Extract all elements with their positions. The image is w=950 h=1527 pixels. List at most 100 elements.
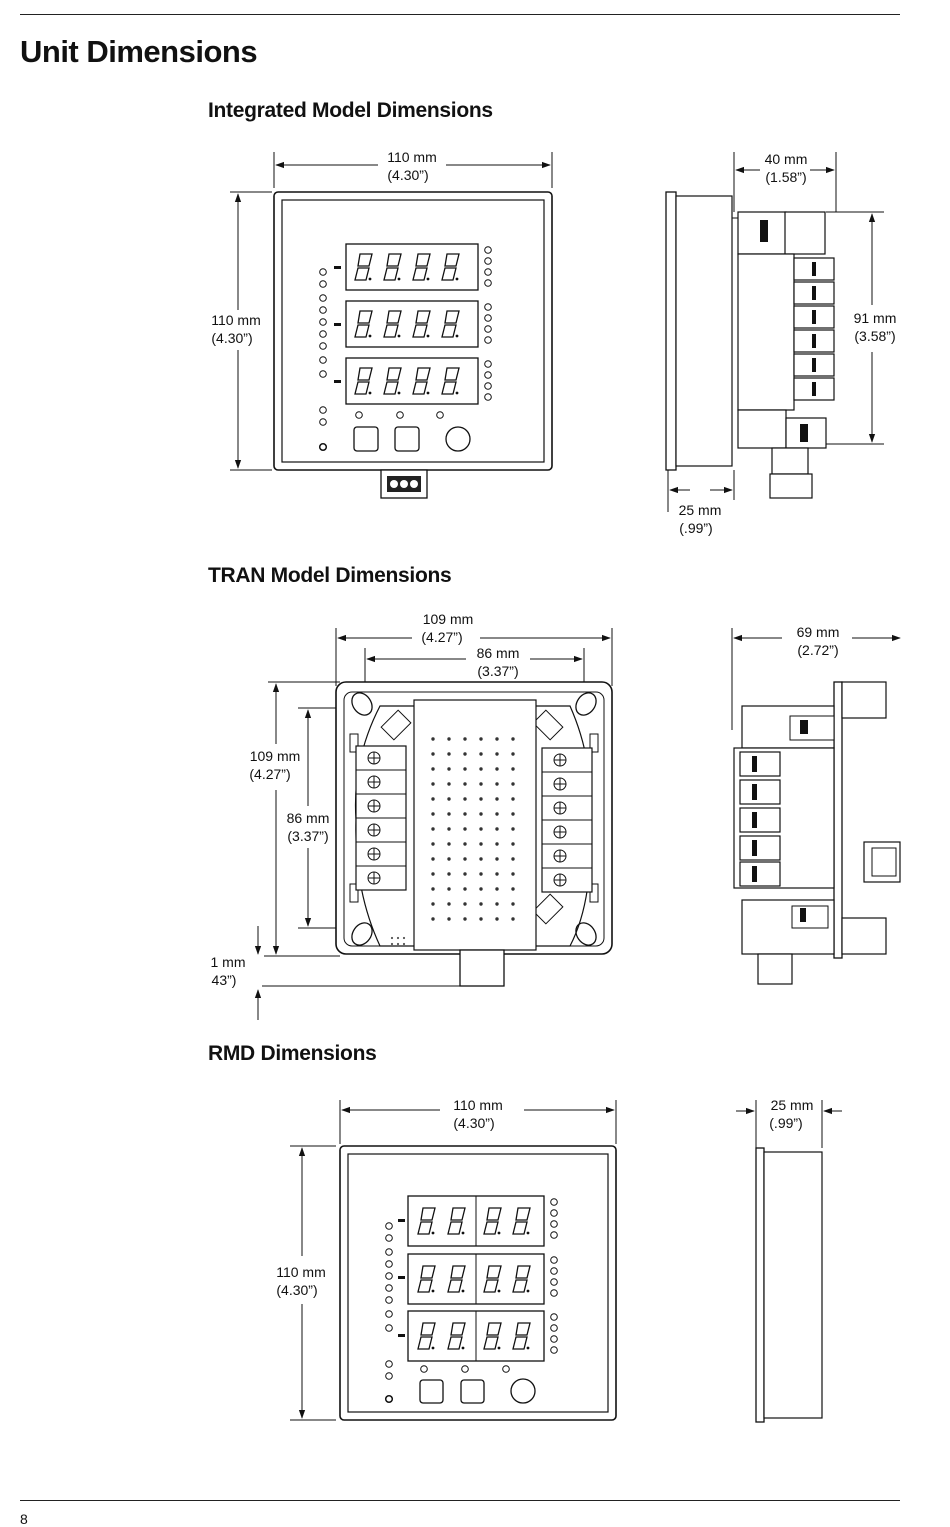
grille-hole bbox=[495, 752, 499, 756]
grille-hole bbox=[431, 872, 435, 876]
grille-hole bbox=[447, 857, 451, 861]
grille-hole bbox=[511, 857, 515, 861]
tran-hole-width-in: (3.37”) bbox=[477, 663, 518, 679]
tran-hole-height-mm: 86 mm bbox=[287, 810, 330, 826]
grille-hole bbox=[431, 767, 435, 771]
grille-hole bbox=[479, 797, 483, 801]
side-height-in: (3.58”) bbox=[854, 328, 895, 344]
grille-hole bbox=[463, 812, 467, 816]
rmd-front-panel bbox=[339, 1145, 617, 1421]
grille-hole bbox=[463, 872, 467, 876]
bezel-depth-mm: 25 mm bbox=[679, 502, 722, 518]
grille-hole bbox=[447, 827, 451, 831]
grille-hole bbox=[479, 812, 483, 816]
page-number: 8 bbox=[20, 1511, 28, 1527]
grille-hole bbox=[447, 737, 451, 741]
tran-side-depth-mm: 69 mm bbox=[797, 624, 840, 640]
grille-hole bbox=[479, 872, 483, 876]
grille-hole bbox=[447, 752, 451, 756]
grille-hole bbox=[447, 887, 451, 891]
section-heading-rmd: RMD Dimensions bbox=[208, 1042, 377, 1065]
grille-hole bbox=[463, 902, 467, 906]
grille-hole bbox=[447, 872, 451, 876]
grille-hole bbox=[431, 827, 435, 831]
grille-hole bbox=[479, 887, 483, 891]
page-title: Unit Dimensions bbox=[20, 34, 258, 69]
grille-hole bbox=[463, 827, 467, 831]
front-height-mm: 110 mm bbox=[211, 312, 261, 328]
tran-outer-height-in: (4.27”) bbox=[249, 766, 290, 782]
tran-outer-width-mm: 109 mm bbox=[423, 611, 474, 627]
grille-hole bbox=[511, 902, 515, 906]
grille-hole bbox=[495, 782, 499, 786]
side-height-mm: 91 mm bbox=[854, 310, 897, 326]
tran-outer-width-in: (4.27”) bbox=[421, 629, 462, 645]
tran-hole-height-in: (3.37”) bbox=[287, 828, 328, 844]
grille-hole bbox=[495, 767, 499, 771]
rmd-side-depth-mm: 25 mm bbox=[771, 1097, 814, 1113]
grille-hole bbox=[511, 872, 515, 876]
rmd-side-view: 25 mm (.99”) bbox=[736, 1097, 842, 1423]
grille-hole bbox=[447, 782, 451, 786]
grille-hole bbox=[463, 857, 467, 861]
grille-hole bbox=[495, 812, 499, 816]
section-heading-tran: TRAN Model Dimensions bbox=[208, 564, 452, 587]
tran-hole-width-mm: 86 mm bbox=[477, 645, 520, 661]
grille-hole bbox=[495, 857, 499, 861]
grille-hole bbox=[431, 887, 435, 891]
grille-hole bbox=[463, 917, 467, 921]
integrated-model-drawing: 110 mm (4.30”) 110 mm (4.30”) bbox=[211, 149, 897, 536]
grille-hole bbox=[447, 917, 451, 921]
grille-hole bbox=[447, 842, 451, 846]
grille-hole bbox=[511, 797, 515, 801]
grille-hole bbox=[463, 797, 467, 801]
grille-hole bbox=[511, 842, 515, 846]
grille-hole bbox=[495, 827, 499, 831]
grille-hole bbox=[447, 812, 451, 816]
grille-hole bbox=[431, 902, 435, 906]
grille-hole bbox=[511, 887, 515, 891]
grille-hole bbox=[495, 737, 499, 741]
grille-hole bbox=[463, 737, 467, 741]
front-width-mm: 110 mm bbox=[387, 149, 437, 165]
grille-hole bbox=[447, 797, 451, 801]
rmd-side-depth-in: (.99”) bbox=[769, 1115, 802, 1131]
grille-hole bbox=[511, 827, 515, 831]
rmd-width-in: (4.30”) bbox=[453, 1115, 494, 1131]
side-depth-mm: 40 mm bbox=[765, 151, 808, 167]
rmd-height-in: (4.30”) bbox=[276, 1282, 317, 1298]
grille-hole bbox=[479, 782, 483, 786]
grille-hole bbox=[479, 737, 483, 741]
grille-hole bbox=[463, 887, 467, 891]
grille-hole bbox=[463, 767, 467, 771]
grille-hole bbox=[463, 752, 467, 756]
integrated-front-panel bbox=[273, 191, 553, 499]
grille-hole bbox=[511, 752, 515, 756]
grille-hole bbox=[511, 737, 515, 741]
grille-hole bbox=[479, 752, 483, 756]
tran-offset-mm: 1 mm bbox=[211, 954, 246, 970]
tran-outer-height-mm: 109 mm bbox=[250, 748, 301, 764]
grille-hole bbox=[463, 782, 467, 786]
grille-hole bbox=[431, 797, 435, 801]
front-width-dimension: 110 mm (4.30”) bbox=[273, 149, 553, 188]
grille-hole bbox=[447, 902, 451, 906]
tran-side-view: 69 mm (2.72”) bbox=[731, 624, 901, 985]
grille-hole bbox=[479, 842, 483, 846]
grille-hole bbox=[479, 827, 483, 831]
grille-hole bbox=[511, 782, 515, 786]
tran-offset-in: 43”) bbox=[212, 972, 237, 988]
tran-side-depth-in: (2.72”) bbox=[797, 642, 838, 658]
grille-hole bbox=[447, 767, 451, 771]
grille-hole bbox=[431, 842, 435, 846]
rmd-height-mm: 110 mm bbox=[276, 1264, 326, 1280]
front-height-in: (4.30”) bbox=[211, 330, 252, 346]
side-depth-in: (1.58”) bbox=[765, 169, 806, 185]
grille-hole bbox=[479, 917, 483, 921]
grille-hole bbox=[431, 737, 435, 741]
grille-hole bbox=[495, 887, 499, 891]
grille-hole bbox=[431, 917, 435, 921]
tran-model-drawing: 109 mm (4.27”) 86 mm (3.37”) 109 mm (4.2… bbox=[211, 611, 901, 1020]
grille-hole bbox=[511, 767, 515, 771]
grille-hole bbox=[431, 782, 435, 786]
